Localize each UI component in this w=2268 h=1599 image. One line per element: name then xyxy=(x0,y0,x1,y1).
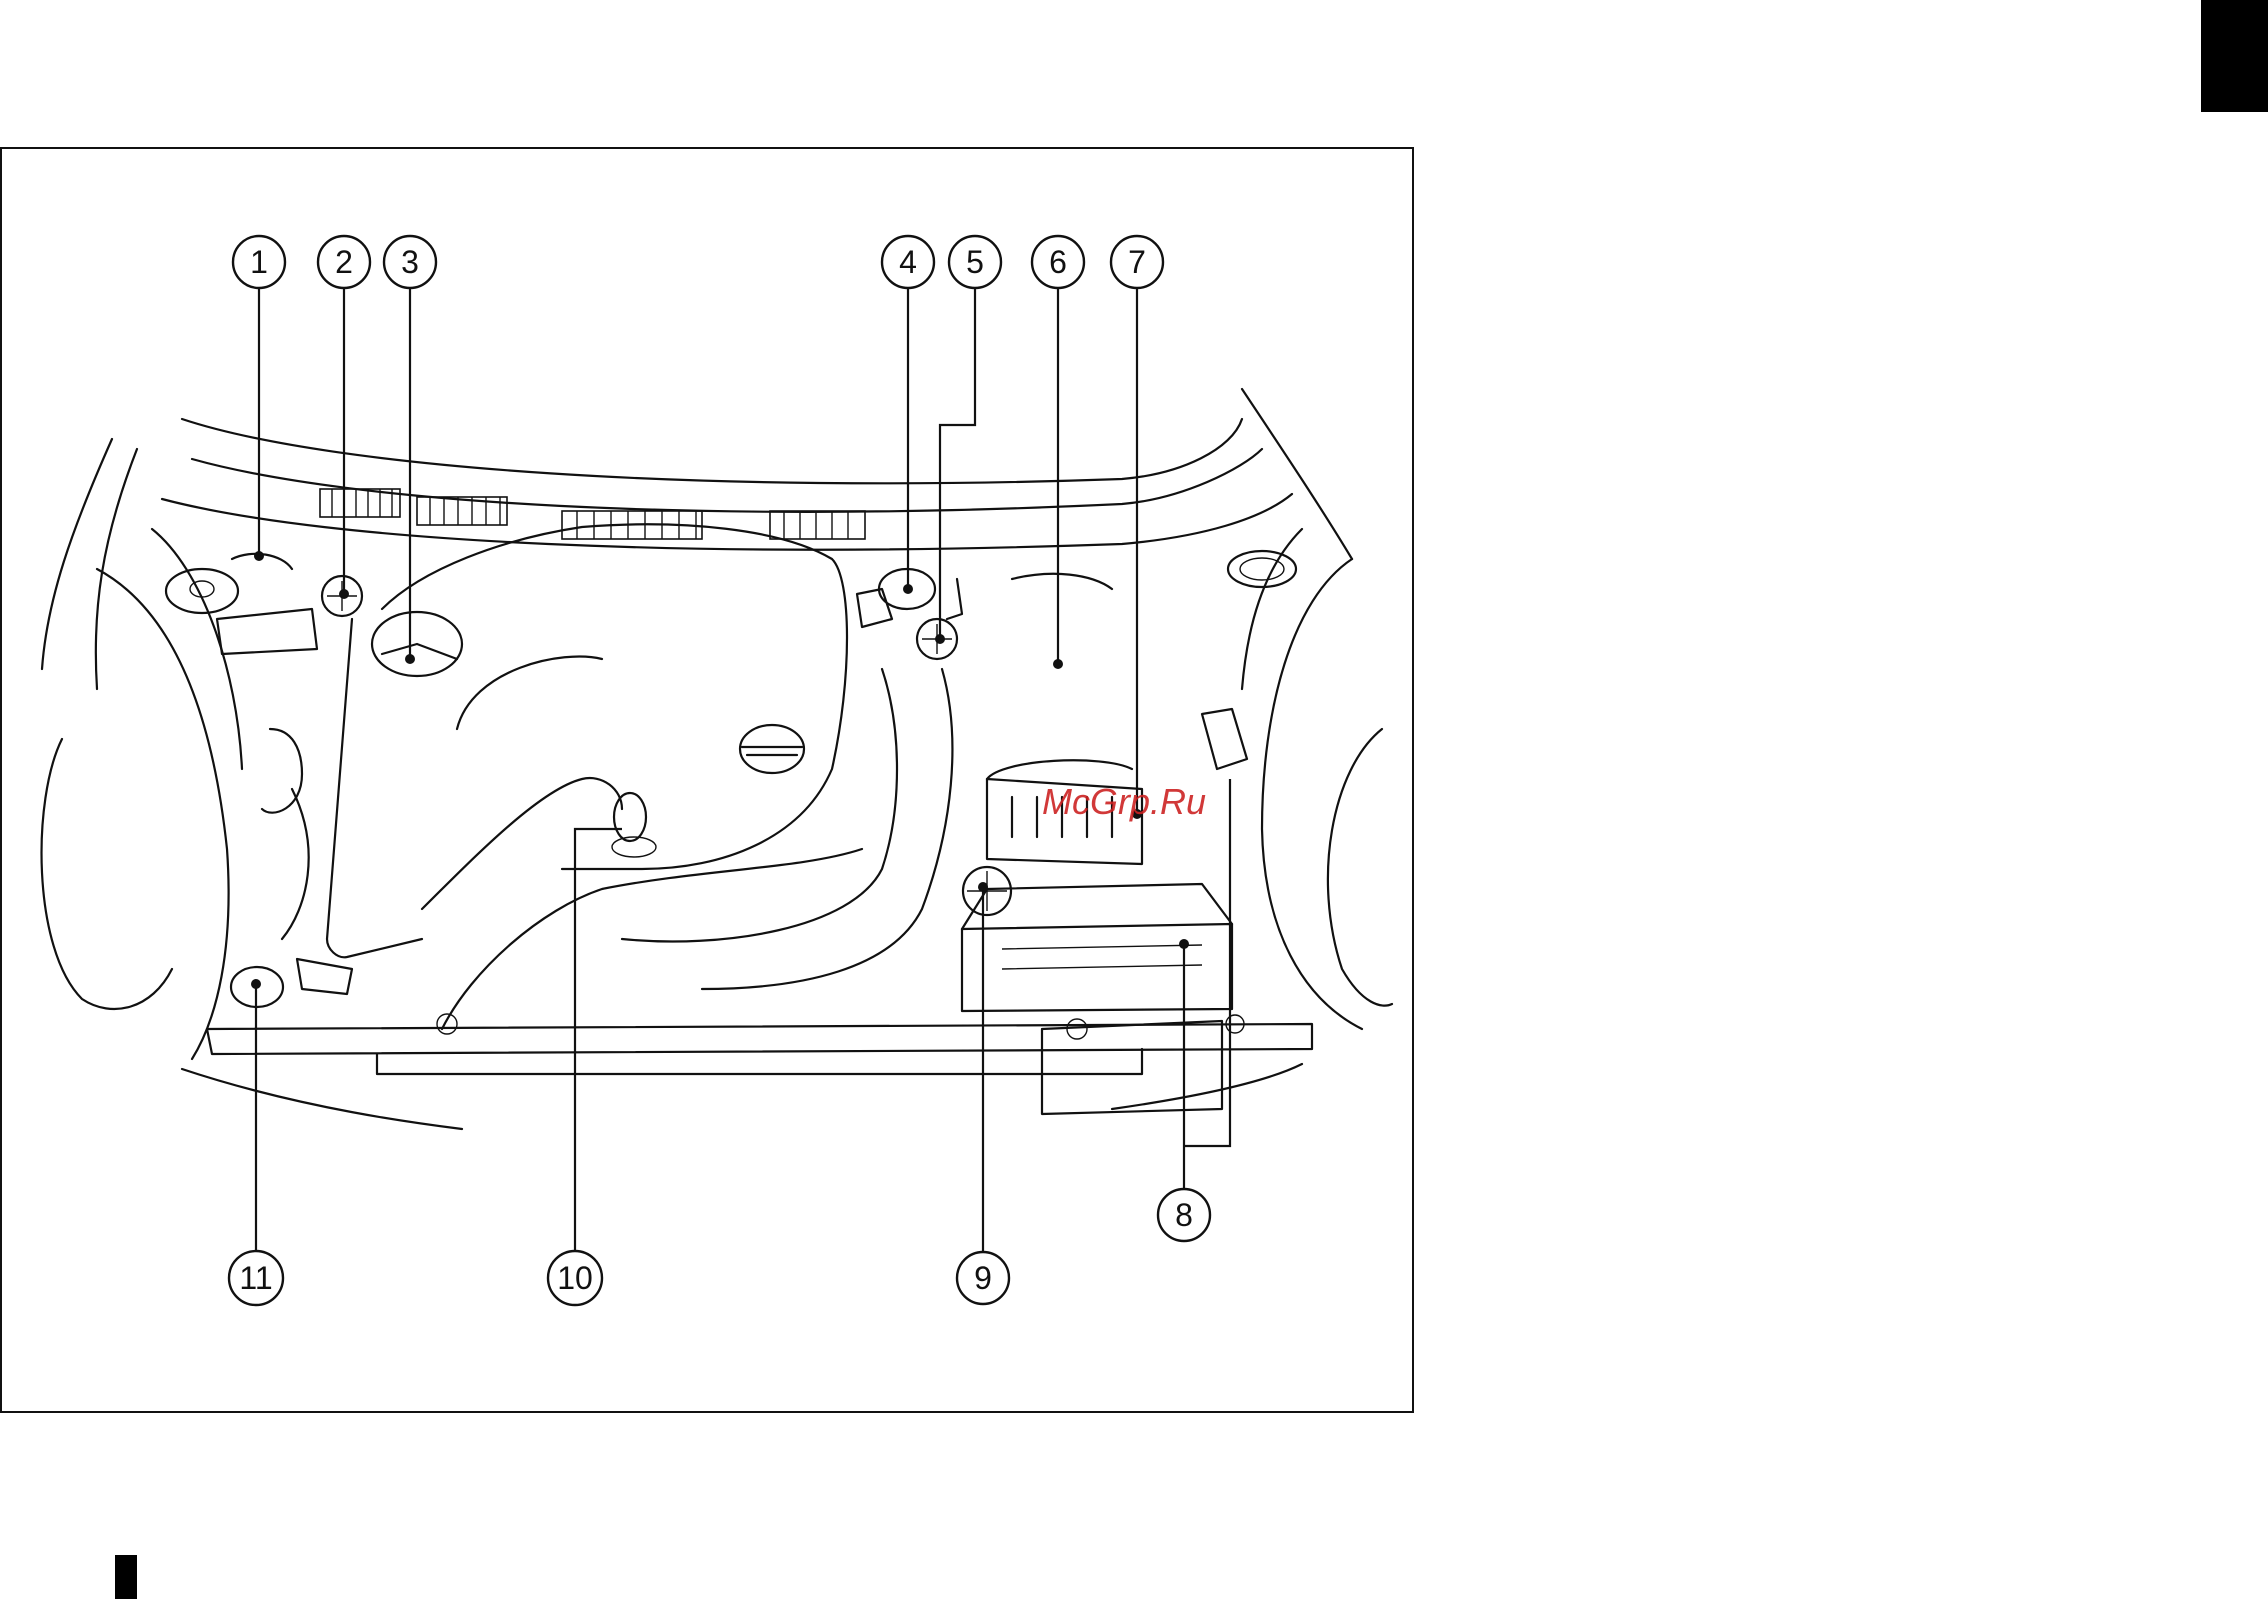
callout-label-2: 2 xyxy=(335,244,353,280)
callout-8: 8 xyxy=(1158,1189,1210,1241)
callout-7: 7 xyxy=(1111,236,1163,288)
callout-label-1: 1 xyxy=(250,244,268,280)
oil-filler-cap-icon xyxy=(612,793,656,857)
callout-10: 10 xyxy=(548,1251,602,1305)
right-fender xyxy=(1228,389,1392,1029)
nissan-emblem-icon xyxy=(740,725,804,773)
callout-label-5: 5 xyxy=(966,244,984,280)
callout-label-3: 3 xyxy=(401,244,419,280)
cowl-vent-grilles xyxy=(320,489,865,539)
callout-9: 9 xyxy=(957,1252,1009,1304)
air-intake-duct xyxy=(422,669,952,1029)
callout-11: 11 xyxy=(229,1251,283,1305)
engine-cover xyxy=(327,524,847,957)
engine-compartment-figure: 1 2 3 4 5 6 7 8 xyxy=(0,147,1414,1413)
callout-leaders xyxy=(251,288,1230,1252)
callout-1: 1 xyxy=(233,236,285,288)
callout-3: 3 xyxy=(384,236,436,288)
left-fender xyxy=(42,439,242,1059)
right-components xyxy=(857,569,1247,915)
cowl-panel xyxy=(162,419,1292,550)
callout-label-6: 6 xyxy=(1049,244,1067,280)
callout-4: 4 xyxy=(882,236,934,288)
watermark: McGrp.Ru xyxy=(1042,781,1206,822)
callout-6: 6 xyxy=(1032,236,1084,288)
callout-label-11: 11 xyxy=(239,1260,272,1296)
callout-label-4: 4 xyxy=(899,244,917,280)
callout-2: 2 xyxy=(318,236,370,288)
callout-label-7: 7 xyxy=(1128,244,1146,280)
callout-label-9: 9 xyxy=(974,1260,992,1296)
page-edge-marker xyxy=(115,1555,137,1599)
page-corner-tab xyxy=(2201,0,2268,112)
callout-label-8: 8 xyxy=(1175,1197,1193,1233)
callout-label-10: 10 xyxy=(557,1260,593,1296)
callout-5: 5 xyxy=(949,236,1001,288)
engine-bay-illustration: 1 2 3 4 5 6 7 8 xyxy=(2,149,1416,1415)
battery xyxy=(962,884,1232,1114)
